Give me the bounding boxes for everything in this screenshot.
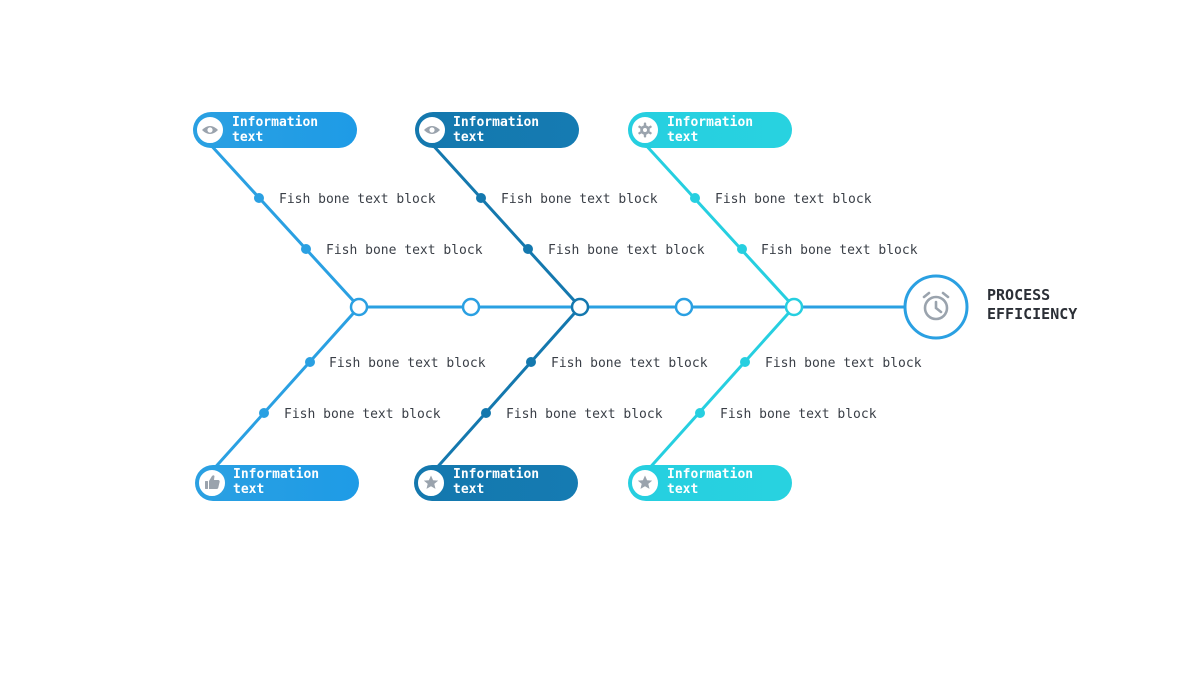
pill-label-line1: Information [453, 115, 539, 130]
info-pill-bottom-3: Information text [628, 465, 792, 501]
bone-label: Fish bone text block [720, 407, 877, 422]
spine-node [674, 297, 694, 317]
bone-label: Fish bone text block [551, 356, 708, 371]
alarm-clock-icon [922, 291, 950, 321]
bone-dot [305, 357, 315, 367]
pill-label-line2: text [667, 482, 698, 497]
bone-line [206, 140, 361, 309]
branch-bottom-3: Fish bone text block Fish bone text bloc… [644, 305, 922, 474]
pill-label-line1: Information [453, 467, 539, 482]
pill-background [415, 112, 579, 148]
bone-dot [301, 244, 311, 254]
pill-label-line2: text [667, 130, 698, 145]
bone-dot [523, 244, 533, 254]
pill-label-line2: text [453, 482, 484, 497]
pill-label-line1: Information [232, 115, 318, 130]
pill-label-line1: Information [233, 467, 319, 482]
bone-line [209, 305, 361, 474]
junction-node [784, 297, 804, 317]
info-pill-top-1: Information text [193, 112, 357, 148]
pill-label-line2: text [453, 130, 484, 145]
star-icon [637, 475, 653, 489]
junction-node [570, 297, 590, 317]
branch-top-2: Fish bone text block Fish bone text bloc… [428, 140, 705, 309]
spine [359, 297, 906, 317]
bone-label: Fish bone text block [326, 243, 483, 258]
branch-bottom-2: Fish bone text block Fish bone text bloc… [431, 306, 708, 473]
pill-background [193, 112, 357, 148]
pill-background [628, 112, 792, 148]
bone-line [428, 140, 582, 309]
spine-node [461, 297, 481, 317]
bone-dot [254, 193, 264, 203]
gear-icon [638, 122, 652, 138]
bone-dot [526, 357, 536, 367]
bone-label: Fish bone text block [284, 407, 441, 422]
bone-dot [476, 193, 486, 203]
branch-bottom-1: Fish bone text block Fish bone text bloc… [209, 305, 486, 474]
thumbs-up-icon [205, 475, 220, 489]
eye-icon [424, 126, 440, 134]
junction-node [349, 297, 369, 317]
bone-label: Fish bone text block [329, 356, 486, 371]
bone-line [644, 305, 796, 474]
bone-line [641, 140, 796, 309]
bone-dot [737, 244, 747, 254]
bone-label: Fish bone text block [765, 356, 922, 371]
info-pill-top-3: Information text [628, 112, 792, 148]
bone-dot [695, 408, 705, 418]
pill-background [628, 465, 792, 501]
head-title-line1: PROCESS [987, 286, 1050, 304]
head-title-line2: EFFICIENCY [987, 305, 1077, 323]
bone-label: Fish bone text block [761, 243, 918, 258]
info-pill-top-2: Information text [415, 112, 579, 148]
fish-head: PROCESS EFFICIENCY [903, 274, 1077, 340]
bone-dot [259, 408, 269, 418]
pill-label-line2: text [233, 482, 264, 497]
star-icon [423, 475, 439, 489]
bone-label: Fish bone text block [548, 243, 705, 258]
bone-label: Fish bone text block [715, 192, 872, 207]
eye-icon [202, 126, 218, 134]
pill-background [414, 465, 578, 501]
info-pill-bottom-1: Information text [195, 465, 359, 501]
bone-dot [481, 408, 491, 418]
pill-label-line1: Information [667, 467, 753, 482]
bone-label: Fish bone text block [506, 407, 663, 422]
bone-dot [740, 357, 750, 367]
branch-top-3: Fish bone text block Fish bone text bloc… [641, 140, 918, 309]
info-pill-bottom-2: Information text [414, 465, 578, 501]
bone-dot [690, 193, 700, 203]
pill-label-line2: text [232, 130, 263, 145]
branch-top-1: Fish bone text block Fish bone text bloc… [206, 140, 483, 309]
bone-label: Fish bone text block [279, 192, 436, 207]
bone-line [431, 306, 582, 473]
pill-background [195, 465, 359, 501]
pill-label-line1: Information [667, 115, 753, 130]
bone-label: Fish bone text block [501, 192, 658, 207]
